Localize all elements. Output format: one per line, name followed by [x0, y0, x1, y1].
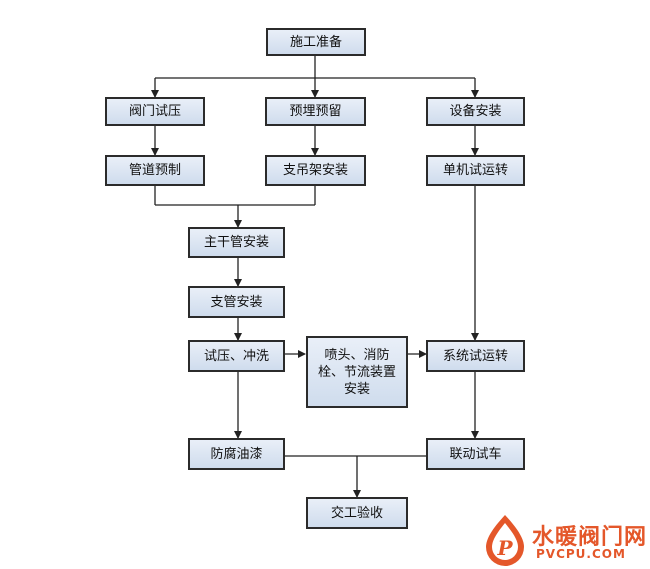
watermark-name: 水暖阀门网: [532, 525, 648, 550]
watermark-logo-icon: P: [486, 515, 524, 566]
node-branch-pipe: 支管安装: [188, 286, 285, 318]
node-equip-install: 设备安装: [426, 97, 525, 126]
node-valve-test: 阀门试压: [105, 97, 205, 126]
node-pressure-flush: 试压、冲洗: [188, 340, 285, 372]
node-start: 施工准备: [266, 28, 366, 56]
node-hanger-install: 支吊架安装: [265, 155, 366, 186]
node-handover: 交工验收: [306, 497, 408, 529]
node-embed: 预埋预留: [265, 97, 366, 126]
watermark-url: PVCPU.COM: [536, 547, 626, 561]
node-pipe-prefab: 管道预制: [105, 155, 205, 186]
node-main-pipe: 主干管安装: [188, 227, 285, 258]
node-system-test: 系统试运转: [426, 340, 525, 372]
node-nozzle-install: 喷头、消防 栓、节流装置 安装: [306, 336, 408, 408]
node-single-test: 单机试运转: [426, 155, 525, 186]
watermark: P 水暖阀门网 PVCPU.COM: [478, 509, 650, 569]
node-anticorrosion: 防腐油漆: [188, 438, 285, 470]
svg-text:P: P: [496, 536, 513, 560]
node-linkage-test: 联动试车: [426, 438, 525, 470]
